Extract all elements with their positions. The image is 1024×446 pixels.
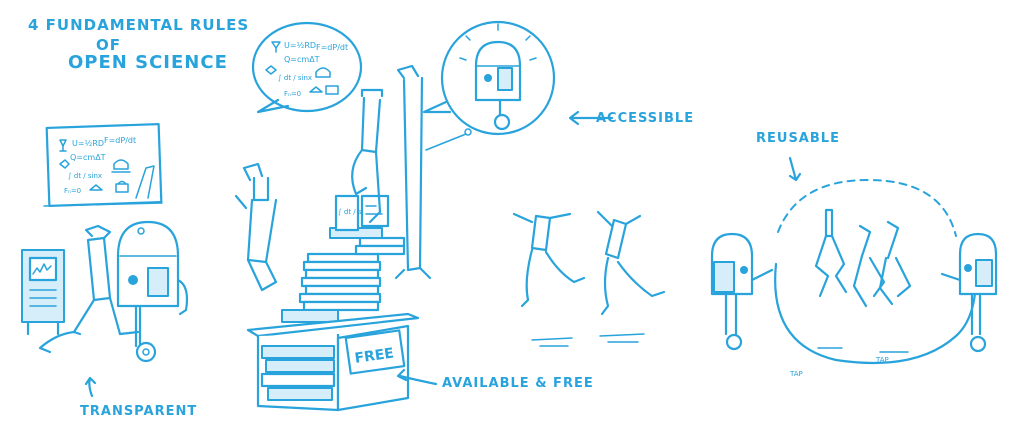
tap-label-right: TAP bbox=[875, 356, 889, 364]
free-sign-label: FREE bbox=[354, 345, 395, 366]
transparent-robot bbox=[116, 220, 189, 363]
accessible-scene bbox=[422, 20, 666, 347]
bubble-integral: ∫ dt / sinx bbox=[278, 74, 312, 82]
jumping-students bbox=[814, 208, 912, 353]
dancing-students bbox=[512, 210, 666, 347]
handstand-student bbox=[38, 224, 140, 354]
formula-thought-bubble: U=½RD F=dP/dt Q=cmΔT ∫ dt / sinx Fₙ=0 bbox=[251, 21, 363, 114]
transparent-raised-hand bbox=[135, 165, 155, 199]
available-arrow bbox=[396, 368, 438, 386]
jump-rope-arc bbox=[777, 178, 957, 237]
rope-robot-left bbox=[710, 232, 774, 351]
accessible-arrow bbox=[568, 110, 614, 126]
whiteboard: U=½RD F=dP/dt Q=cmΔT ∫ dt / sinx Fₙ=0 bbox=[43, 122, 163, 208]
reusable-arrow bbox=[788, 156, 802, 182]
book-students bbox=[234, 64, 472, 292]
whiteboard-q-formula: Q=cmΔT bbox=[70, 153, 106, 162]
label-available-free: AVAILABLE & FREE bbox=[442, 376, 594, 391]
transparent-scene: U=½RD F=dP/dt Q=cmΔT ∫ dt / sinx Fₙ=0 bbox=[21, 122, 189, 398]
paper-formula: ∫ dt / sinx bbox=[338, 208, 372, 216]
whiteboard-integral: ∫ dt / sinx bbox=[68, 172, 102, 180]
free-desk: FREE bbox=[246, 312, 420, 412]
bubble-f-formula: F=dP/dt bbox=[316, 43, 348, 52]
rope-robot-right bbox=[940, 232, 998, 353]
label-accessible: ACCESSIBLE bbox=[596, 111, 695, 126]
whiteboard-f-formula: F=dP/dt bbox=[104, 136, 136, 145]
available-free-scene: U=½RD F=dP/dt Q=cmΔT ∫ dt / sinx Fₙ=0 ∫ … bbox=[234, 21, 472, 412]
title-line-2: OF bbox=[96, 36, 121, 54]
whiteboard-fn-formula: Fₙ=0 bbox=[64, 187, 81, 195]
book-stacks: ∫ dt / sinx bbox=[281, 194, 406, 323]
transparent-arrow bbox=[84, 376, 97, 398]
accessible-robot bbox=[459, 23, 537, 131]
title-line-1: 4 FUNDAMENTAL RULES bbox=[28, 16, 250, 34]
reusable-scene: TAP TAP bbox=[710, 156, 998, 378]
bubble-u-formula: U=½RD bbox=[284, 41, 316, 50]
whiteboard-u-formula: U=½RD bbox=[72, 139, 104, 148]
tap-label-left: TAP bbox=[789, 370, 803, 378]
label-transparent: TRANSPARENT bbox=[80, 404, 198, 419]
title-line-3: OPEN SCIENCE bbox=[68, 52, 228, 73]
cabinet-machine bbox=[21, 249, 65, 336]
jump-rope bbox=[774, 262, 978, 365]
label-reusable: REUSABLE bbox=[756, 131, 840, 146]
bubble-q-formula: Q=cmΔT bbox=[284, 55, 320, 64]
bubble-fn-formula: Fₙ=0 bbox=[284, 90, 301, 98]
